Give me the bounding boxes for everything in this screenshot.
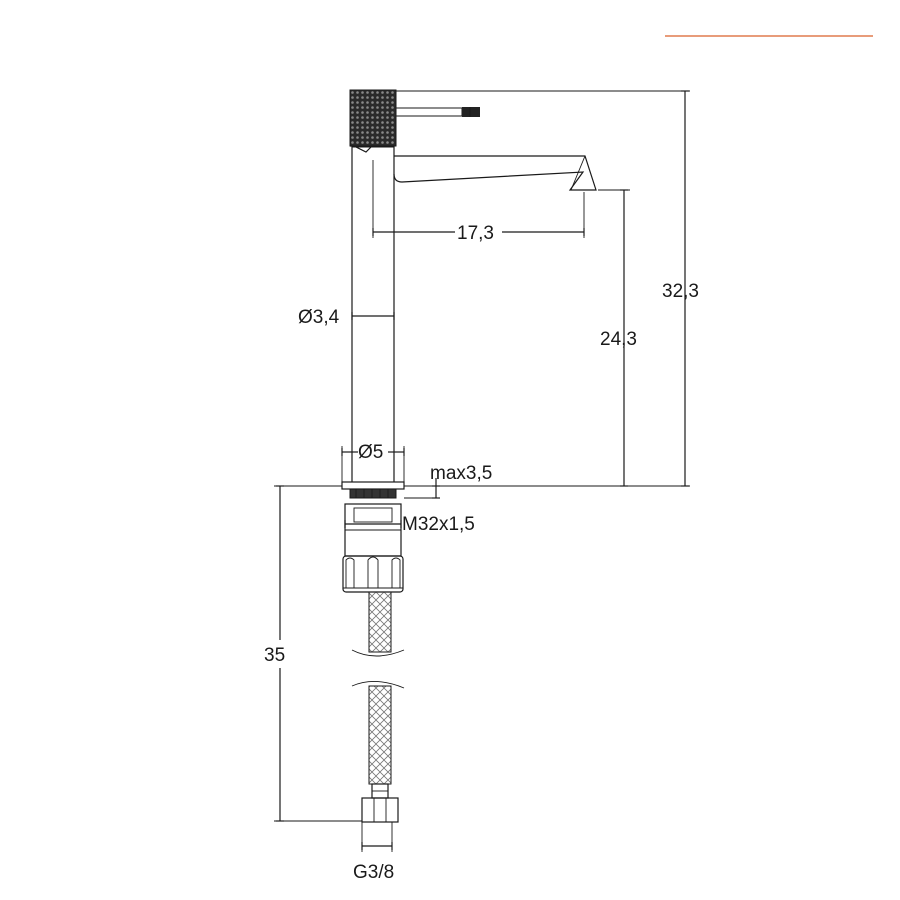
dim-spout-reach bbox=[372, 160, 585, 238]
hose-nut bbox=[361, 797, 399, 823]
label-base-diameter: Ø5 bbox=[358, 442, 383, 463]
label-deck-thickness: max3,5 bbox=[430, 463, 492, 484]
faucet-body bbox=[341, 89, 597, 823]
label-spout-reach: 17,3 bbox=[457, 223, 494, 244]
base-flange bbox=[341, 481, 405, 490]
knurled-handle bbox=[349, 89, 397, 147]
label-hose-connection: G3/8 bbox=[353, 862, 394, 883]
dim-total-height bbox=[396, 90, 690, 487]
dim-deck-thickness bbox=[404, 478, 440, 499]
label-total-height: 32,3 bbox=[662, 281, 699, 302]
label-spout-height: 24,3 bbox=[600, 329, 637, 350]
dim-spout-height bbox=[598, 189, 630, 487]
label-body-diameter: Ø3,4 bbox=[298, 307, 340, 328]
dim-hose-length bbox=[274, 485, 362, 822]
dim-base-diameter bbox=[341, 446, 405, 482]
braided-hose bbox=[351, 591, 405, 823]
fixing-nut bbox=[342, 555, 404, 593]
handle-lever bbox=[395, 107, 463, 117]
dim-thread bbox=[344, 520, 402, 528]
dim-body-diameter bbox=[351, 312, 395, 320]
label-hose-length: 35 bbox=[264, 645, 285, 666]
base-nut bbox=[349, 488, 397, 499]
label-thread: M32x1,5 bbox=[402, 514, 475, 535]
spout bbox=[393, 155, 597, 191]
dim-hose-connection bbox=[361, 822, 393, 852]
lever-tip bbox=[462, 107, 480, 117]
